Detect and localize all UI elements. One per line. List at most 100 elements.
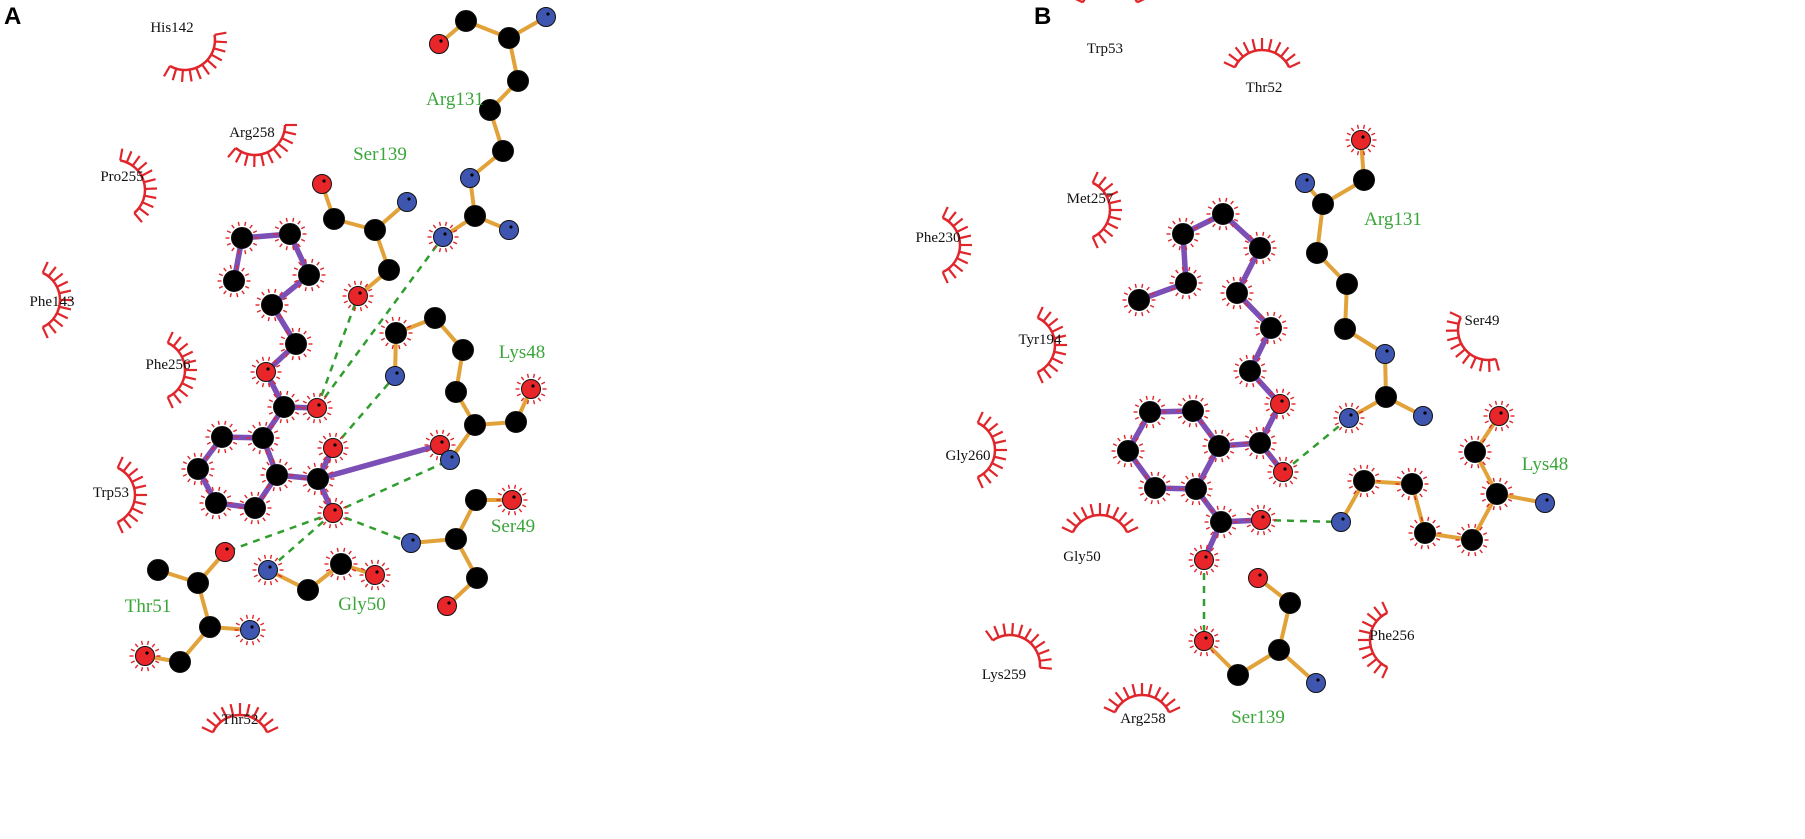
atom-contact-tick: [1193, 547, 1198, 552]
atom-contact-tick: [1260, 337, 1264, 342]
atom-contact-tick: [256, 309, 262, 313]
hydrogen-bond: [267, 512, 334, 571]
atom-sphere: [1279, 592, 1301, 614]
atom-contact-tick: [274, 288, 277, 293]
hydrophobic-spoke: [163, 65, 171, 77]
atom-contact-tick: [1182, 420, 1186, 425]
atom-contact-tick: [1139, 480, 1145, 484]
atom-highlight: [266, 367, 270, 371]
atom-contact-tick: [1157, 500, 1160, 505]
atom-sphere: [205, 492, 227, 514]
carbon-atom: [1179, 472, 1213, 506]
atom-contact-tick: [1207, 218, 1213, 222]
nitrogen-atom: [1295, 173, 1315, 193]
hydrophobic-spoke: [1164, 698, 1176, 708]
atom-contact-tick: [1419, 470, 1423, 475]
atom-sphere: [187, 458, 209, 480]
atom-contact-tick: [273, 442, 279, 446]
atom-contact-tick: [236, 293, 239, 298]
atom-contact-tick: [273, 430, 279, 434]
atom-contact-tick: [1356, 124, 1360, 129]
atom-contact-tick: [239, 617, 244, 622]
carbon-atom: [1458, 435, 1492, 469]
atom-highlight: [375, 570, 379, 574]
atom-contact-tick: [1477, 435, 1480, 440]
hydrophobic-spoke: [1284, 53, 1296, 63]
atom-contact-tick: [1257, 357, 1261, 362]
atom-contact-tick: [1205, 544, 1209, 549]
atom-contact-tick: [1262, 504, 1266, 509]
nitrogen-atom: [440, 450, 460, 470]
hydrophobic-spoke: [1168, 706, 1181, 714]
atom-contact-tick: [265, 450, 268, 455]
hydrophobic-spoke: [1039, 658, 1052, 662]
atom-contact-tick: [1203, 415, 1209, 419]
atom-contact-tick: [1172, 220, 1176, 225]
hydrophobic-spoke: [258, 711, 268, 723]
hydrophobic-spoke: [183, 375, 197, 381]
hydrophobic-spoke: [172, 336, 182, 348]
atom-contact-tick: [1422, 476, 1428, 480]
atom-contact-tick: [292, 246, 295, 251]
atom-highlight: [443, 232, 447, 236]
atom-contact-tick: [360, 567, 365, 571]
atom-contact-tick: [1239, 357, 1243, 362]
atom-contact-tick: [1225, 226, 1228, 231]
carbon-atom: [297, 579, 319, 601]
atom-contact-tick: [351, 568, 357, 572]
atom-contact-tick: [244, 285, 250, 289]
hydrophobic-spoke: [1029, 633, 1040, 644]
hydrophobic-spoke: [56, 280, 69, 288]
atom-contact-tick: [208, 473, 214, 477]
atom-contact-tick: [279, 390, 282, 395]
nitrogen-atom: [1375, 344, 1395, 364]
atom-sphere: [1210, 511, 1232, 533]
atom-contact-tick: [232, 441, 238, 445]
hydrophobic-spoke: [166, 331, 174, 344]
atom-contact-tick: [1150, 500, 1153, 505]
nitrogen-atom: [1333, 402, 1365, 434]
atom-contact-tick: [292, 217, 295, 222]
atom-contact-tick: [327, 412, 332, 416]
residue-label: Pro255: [100, 169, 143, 185]
hydrophobic-contact: [976, 411, 1007, 489]
carbon-atom: [498, 27, 520, 49]
atom-contact-tick: [343, 440, 348, 444]
hydrophobic-contact: [941, 206, 972, 284]
atom-contact-tick: [347, 283, 352, 288]
hydrophobic-arc: [119, 159, 147, 214]
atom-contact-tick: [1268, 464, 1273, 468]
carbon-atom: [479, 99, 501, 121]
atom-contact-tick: [325, 488, 329, 493]
hydrophobic-contact: [41, 261, 72, 339]
atom-contact-tick: [1134, 404, 1140, 408]
hydrophobic-spoke: [181, 382, 194, 390]
hydrophobic-spoke: [976, 411, 984, 424]
atom-contact-tick: [368, 288, 373, 292]
residue-label: Thr52: [222, 712, 259, 728]
hydrophobic-spoke: [1097, 176, 1107, 188]
atom-contact-tick: [1245, 354, 1248, 359]
atom-sphere: [1128, 289, 1150, 311]
hydrogen-bond: [332, 458, 451, 515]
atom-contact-tick: [1367, 127, 1372, 132]
hydrophobic-spoke: [993, 625, 1000, 638]
hydrophobic-spoke: [1036, 306, 1044, 319]
hydrophobic-spoke: [1089, 503, 1095, 517]
atom-contact-tick: [1134, 283, 1137, 288]
oxygen-atom: [1248, 568, 1268, 588]
atom-sphere: [244, 497, 266, 519]
carbon-atom: [455, 10, 477, 32]
hydrophobic-spoke: [1122, 686, 1130, 699]
atom-contact-tick: [1134, 312, 1137, 317]
atom-contact-tick: [291, 327, 294, 332]
atom-contact-tick: [1231, 514, 1237, 518]
atom-contact-tick: [1265, 408, 1270, 412]
atom-contact-tick: [285, 217, 288, 222]
atom-highlight: [1283, 467, 1287, 471]
atom-contact-tick: [1484, 420, 1489, 424]
atom-contact-tick: [279, 314, 283, 319]
atom-highlight: [358, 291, 362, 295]
atom-contact-tick: [1401, 470, 1405, 475]
atom-sphere: [147, 559, 169, 581]
